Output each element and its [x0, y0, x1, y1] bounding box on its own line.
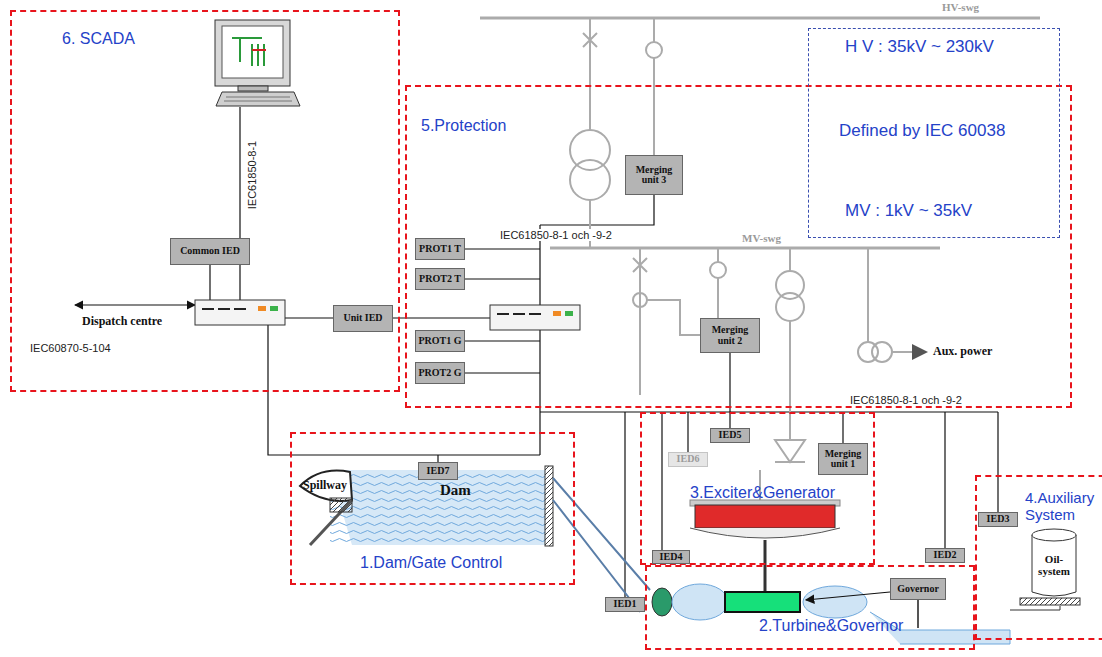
box-label: Oil-system — [1034, 553, 1074, 577]
ied-box: PROT1 T — [415, 238, 465, 260]
ied-box: IED6 — [668, 452, 708, 467]
voltage-note: MV : 1kV ~ 35kV — [845, 201, 972, 221]
region-title: 5.Protection — [421, 117, 506, 135]
protocol-label: IEC61850-8-1 och -9-2 — [850, 394, 962, 406]
ied-box: Unit IED — [333, 305, 393, 332]
ied-box: Common IED — [170, 238, 250, 265]
region-title: 2.Turbine&Governor — [759, 617, 903, 635]
box-label: Merging unit 2 — [702, 325, 758, 346]
ied-box: Merging unit 1 — [818, 443, 868, 475]
ied-box: PROT2 T — [415, 268, 465, 290]
box-label: Governor — [897, 584, 939, 595]
region-frame: 1.Dam/Gate Control IED7 — [290, 432, 575, 585]
ied-box: IED1 — [605, 597, 645, 612]
ied-box: IED5 — [710, 428, 750, 443]
ied-box: PROT1 G — [415, 330, 465, 352]
note-box: H V : 35kV ~ 230kV Defined by IEC 60038MV… — [808, 28, 1060, 238]
ied-box: Merging unit 2 — [700, 318, 760, 353]
box-label: Unit IED — [343, 313, 382, 324]
protocol-label: IEC61850-8-1 och -9-2 — [498, 229, 614, 241]
box-label: IED7 — [427, 466, 450, 477]
box-label: Merging unit 1 — [820, 449, 866, 470]
dam-label: Dam — [440, 482, 471, 499]
region-frame: 3.Exciter&Generator IED5IED6 Merging unit … — [640, 412, 875, 565]
box-label: IED1 — [614, 599, 637, 610]
spillway-label: Spillway — [303, 478, 347, 493]
box-label: IED4 — [660, 552, 683, 563]
box-label: Merging unit 3 — [627, 165, 681, 186]
voltage-note: Defined by IEC 60038 — [839, 121, 1005, 141]
box-label: PROT1 G — [418, 336, 461, 347]
dam-illustration — [300, 466, 650, 612]
box-label: PROT1 T — [419, 244, 461, 255]
computer-icon — [215, 20, 300, 106]
box-label: PROT2 G — [418, 368, 461, 379]
region-title: 1.Dam/Gate Control — [360, 554, 502, 572]
ied-box: IED7 — [418, 462, 458, 480]
box-label: IED6 — [677, 454, 700, 465]
dispatch-label: Dispatch centre — [82, 314, 162, 329]
box-label: IED2 — [934, 550, 957, 561]
region-frame: 6. SCADA Common IED Unit IED — [10, 10, 400, 392]
region-frame: 2.Turbine&Governor Governor — [645, 565, 975, 650]
bus-name: HV-swg — [942, 1, 979, 13]
bus-name: MV-swg — [742, 232, 781, 244]
region-title: 3.Exciter&Generator — [690, 484, 835, 502]
tank-node: Oil-system — [1032, 540, 1076, 590]
ied-box: IED2 — [925, 548, 965, 563]
box-label: PROT2 T — [419, 274, 461, 285]
voltage-note: H V : 35kV ~ 230kV — [845, 37, 994, 57]
box-label: IED5 — [719, 430, 742, 441]
region-title: 6. SCADA — [62, 30, 135, 48]
ied-box: Governor — [890, 578, 946, 600]
protocol-label: IEC61850-8-1 — [246, 141, 258, 210]
region-title: 4.Auxiliary System — [1025, 489, 1099, 524]
network-link — [729, 353, 730, 428]
ied-box: PROT2 G — [415, 362, 465, 384]
protocol-label: IEC60870-5-104 — [30, 342, 111, 354]
oil-tank — [1010, 529, 1080, 610]
box-label: IED3 — [987, 514, 1010, 525]
feeder-label: Aux. power — [933, 344, 992, 359]
network-wires — [75, 107, 998, 597]
region-frame: 4.Auxiliary SystemIED3Oil-system — [975, 475, 1102, 640]
ied-box: IED4 — [652, 550, 690, 564]
ied-box: IED3 — [978, 512, 1018, 527]
box-label: Common IED — [180, 246, 240, 257]
ied-box: Merging unit 3 — [625, 155, 683, 195]
generator-turbine — [652, 470, 1010, 644]
